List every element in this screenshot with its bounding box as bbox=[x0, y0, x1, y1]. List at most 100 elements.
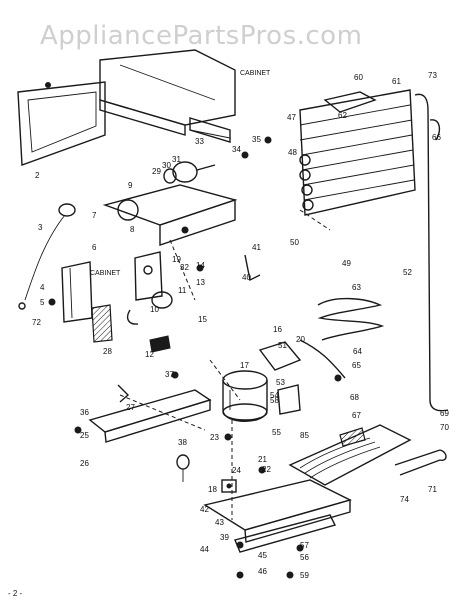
callout-85: 85 bbox=[300, 431, 309, 440]
callout-72: 72 bbox=[32, 318, 41, 327]
callout-33: 33 bbox=[195, 137, 204, 146]
callout-47: 47 bbox=[287, 113, 296, 122]
callout-27: 27 bbox=[126, 403, 135, 412]
callout-15: 15 bbox=[198, 315, 207, 324]
callout-31: 31 bbox=[172, 155, 181, 164]
callout-53: 53 bbox=[276, 378, 285, 387]
callout-45: 45 bbox=[258, 551, 267, 560]
bracket-41 bbox=[244, 254, 261, 282]
condenser-assembly bbox=[299, 89, 416, 216]
callout-24: 24 bbox=[232, 466, 241, 475]
callout-28: 28 bbox=[103, 347, 112, 356]
base-rail-left bbox=[88, 389, 212, 443]
bolts bbox=[48, 136, 342, 579]
relay-part-28 bbox=[91, 304, 113, 343]
callout-3: 3 bbox=[38, 223, 43, 232]
grommet-18 bbox=[221, 479, 237, 493]
callout-37: 37 bbox=[165, 370, 174, 379]
callout-12: 12 bbox=[145, 350, 154, 359]
callout-68: 68 bbox=[350, 393, 359, 402]
cabinet-label-left: CABINET bbox=[90, 270, 121, 277]
callout-23: 23 bbox=[210, 433, 219, 442]
callout-50: 50 bbox=[290, 238, 299, 247]
cabinet-top-panel bbox=[99, 49, 236, 143]
side-panel bbox=[17, 81, 106, 166]
callout-41: 41 bbox=[252, 243, 261, 252]
callout-60: 60 bbox=[354, 73, 363, 82]
callout-19: 19 bbox=[172, 255, 181, 264]
callout-30: 30 bbox=[162, 161, 171, 170]
callout-43: 43 bbox=[215, 518, 224, 527]
callout-52: 52 bbox=[403, 268, 412, 277]
callout-14: 14 bbox=[196, 261, 205, 270]
callout-65: 65 bbox=[352, 361, 361, 370]
callout-38: 38 bbox=[178, 438, 187, 447]
leader-line bbox=[299, 209, 331, 231]
leader-line bbox=[119, 394, 206, 431]
heater-coil bbox=[317, 297, 385, 341]
page-number: - 2 - bbox=[8, 589, 23, 598]
callout-74: 74 bbox=[400, 495, 409, 504]
callout-48: 48 bbox=[288, 148, 297, 157]
callout-18: 18 bbox=[208, 485, 217, 494]
callout-40: 40 bbox=[242, 273, 251, 282]
callout-64: 64 bbox=[353, 347, 362, 356]
callout-25: 25 bbox=[80, 431, 89, 440]
callout-7: 7 bbox=[92, 211, 97, 220]
callout-36: 36 bbox=[80, 408, 89, 417]
callout-13: 13 bbox=[196, 278, 205, 287]
callout-70: 70 bbox=[440, 423, 449, 432]
relay-bracket bbox=[134, 251, 163, 301]
callout-67: 67 bbox=[352, 411, 361, 420]
callout-71: 71 bbox=[428, 485, 437, 494]
drain-tube bbox=[414, 93, 449, 412]
tube-20 bbox=[299, 339, 346, 379]
callout-20: 20 bbox=[296, 335, 305, 344]
callout-22: 22 bbox=[262, 465, 271, 474]
leader-line bbox=[209, 359, 241, 401]
callout-9: 9 bbox=[128, 181, 133, 190]
callout-62: 62 bbox=[338, 111, 347, 120]
callout-42: 42 bbox=[200, 505, 209, 514]
drain-pan bbox=[288, 424, 412, 486]
callout-54: 54 bbox=[270, 391, 279, 400]
watermark-text: AppliancePartsPros.com bbox=[40, 21, 362, 51]
callout-2: 2 bbox=[35, 171, 40, 180]
callout-55: 55 bbox=[272, 428, 281, 437]
overload-part-10 bbox=[126, 291, 173, 325]
callout-8: 8 bbox=[130, 225, 135, 234]
callout-57: 57 bbox=[300, 541, 309, 550]
callout-35: 35 bbox=[252, 135, 261, 144]
callout-6: 6 bbox=[92, 243, 97, 252]
leader-line bbox=[169, 239, 196, 301]
callout-10: 10 bbox=[150, 305, 159, 314]
callout-44: 44 bbox=[200, 545, 209, 554]
label-plate-12 bbox=[149, 335, 171, 353]
callout-73: 73 bbox=[428, 71, 437, 80]
callout-29: 29 bbox=[152, 167, 161, 176]
callout-39: 39 bbox=[220, 533, 229, 542]
callout-49: 49 bbox=[342, 259, 351, 268]
callout-51: 51 bbox=[278, 341, 287, 350]
clip-part-66 bbox=[429, 119, 441, 141]
callout-61: 61 bbox=[392, 77, 401, 86]
callout-32: 32 bbox=[180, 263, 189, 272]
callout-34: 34 bbox=[232, 145, 241, 154]
callout-66: 66 bbox=[432, 133, 441, 142]
callout-58: 58 bbox=[270, 396, 279, 405]
control-box bbox=[61, 261, 93, 323]
callout-labels: 2 3 4 5 6 7 8 9 10 11 12 13 14 15 16 17 … bbox=[32, 71, 449, 580]
callout-59: 59 bbox=[300, 571, 309, 580]
fan-motor bbox=[163, 161, 216, 184]
callout-63: 63 bbox=[352, 283, 361, 292]
callout-5: 5 bbox=[40, 298, 45, 307]
callout-11: 11 bbox=[178, 286, 187, 295]
callout-69: 69 bbox=[440, 409, 449, 418]
callout-4: 4 bbox=[40, 283, 45, 292]
wire-harness bbox=[18, 203, 76, 310]
element-71 bbox=[394, 449, 447, 476]
spring-38 bbox=[176, 454, 190, 482]
clip-27 bbox=[117, 384, 130, 403]
callout-17: 17 bbox=[240, 361, 249, 370]
